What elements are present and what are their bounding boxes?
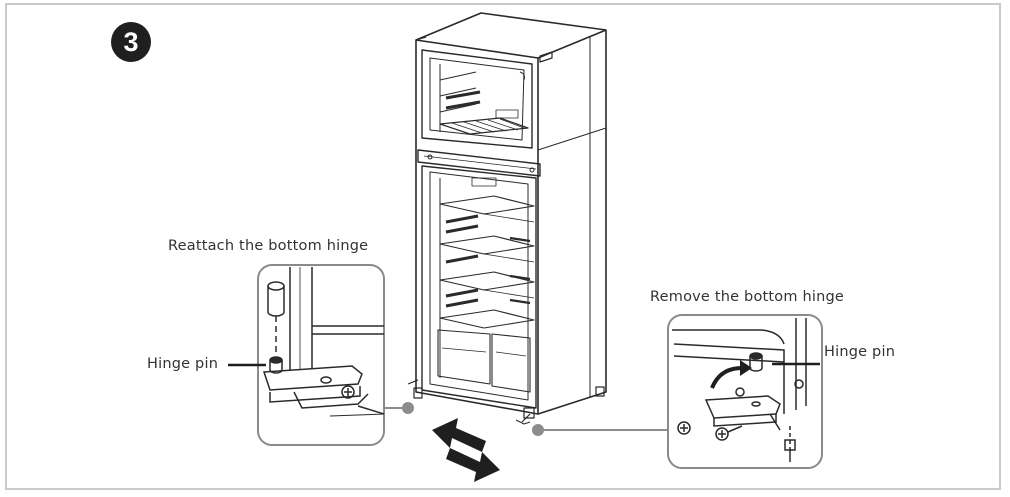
refrigerator-feet: [407, 379, 605, 425]
hinge-pin-label-right: Hinge pin: [824, 344, 896, 360]
remove-hinge-detail: [667, 314, 823, 469]
refrigerator-cabinet: [415, 12, 607, 415]
compartment-divider: [417, 149, 541, 177]
illustration-frame: [5, 3, 1001, 490]
removal-arrow: [710, 366, 743, 389]
hinge-pin-label-left: Hinge pin: [147, 356, 219, 372]
reverse-direction-arrows: [432, 418, 500, 482]
fridge-compartment: [421, 165, 537, 409]
step-number-badge: 3: [111, 22, 151, 62]
freezer-compartment: [421, 49, 533, 149]
remove-caption: Remove the bottom hinge: [650, 289, 845, 305]
callout-connectors: [384, 402, 668, 436]
reattach-caption: Reattach the bottom hinge: [168, 238, 369, 254]
reattach-hinge-detail: [228, 264, 385, 446]
